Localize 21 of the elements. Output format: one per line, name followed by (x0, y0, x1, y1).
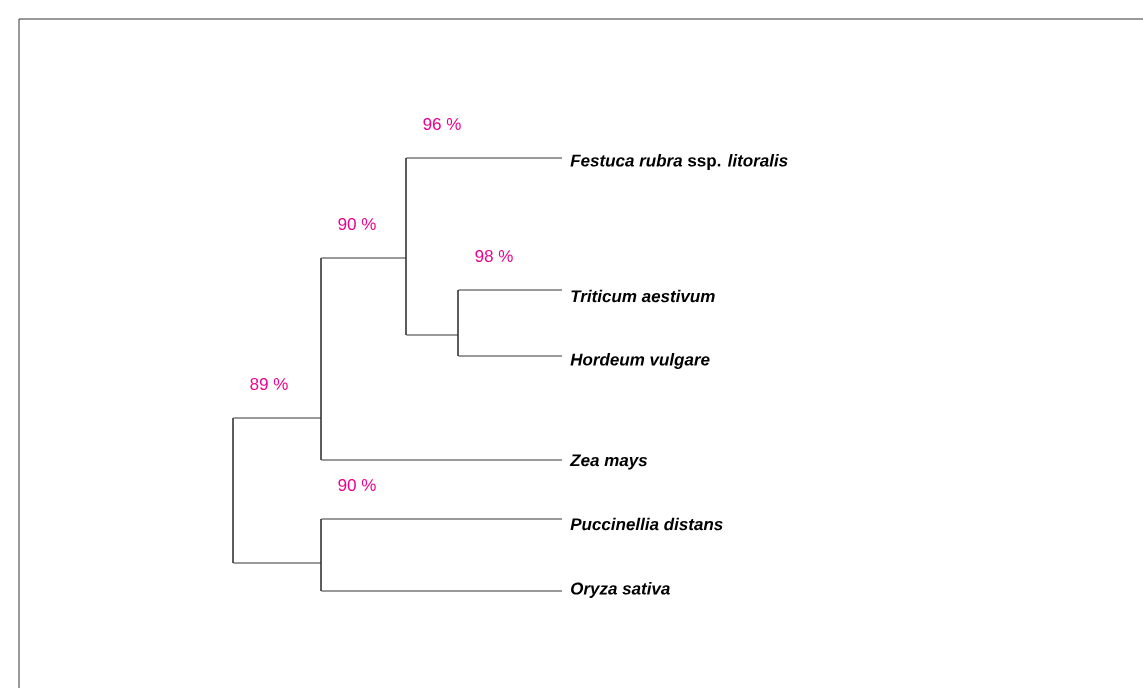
species-label: Oryza sativa (571, 582, 670, 598)
branch-line (458, 289, 563, 291)
branch-line (233, 562, 321, 564)
branch-line (321, 518, 563, 520)
bootstrap-label: 96 % (423, 118, 461, 131)
branch-line (406, 334, 458, 336)
branch-line (406, 157, 563, 159)
branch-line (233, 417, 321, 419)
branch-line (458, 355, 563, 357)
branch-line (321, 459, 563, 461)
species-label: Puccinellia distans (570, 517, 723, 531)
species-label: Hordeum vulgare (570, 353, 710, 369)
species-label: Triticum aestivum (571, 289, 715, 303)
bootstrap-label: 89 % (250, 378, 288, 391)
branch-line (321, 590, 563, 592)
species-label: Festuca rubra ssp. litoralis (570, 154, 788, 170)
bootstrap-label: 90 % (338, 218, 376, 231)
species-label: Zea mays (569, 454, 648, 470)
branch-line (321, 257, 406, 259)
bootstrap-label: 98 % (475, 250, 513, 263)
bootstrap-label: 90 % (338, 479, 376, 492)
